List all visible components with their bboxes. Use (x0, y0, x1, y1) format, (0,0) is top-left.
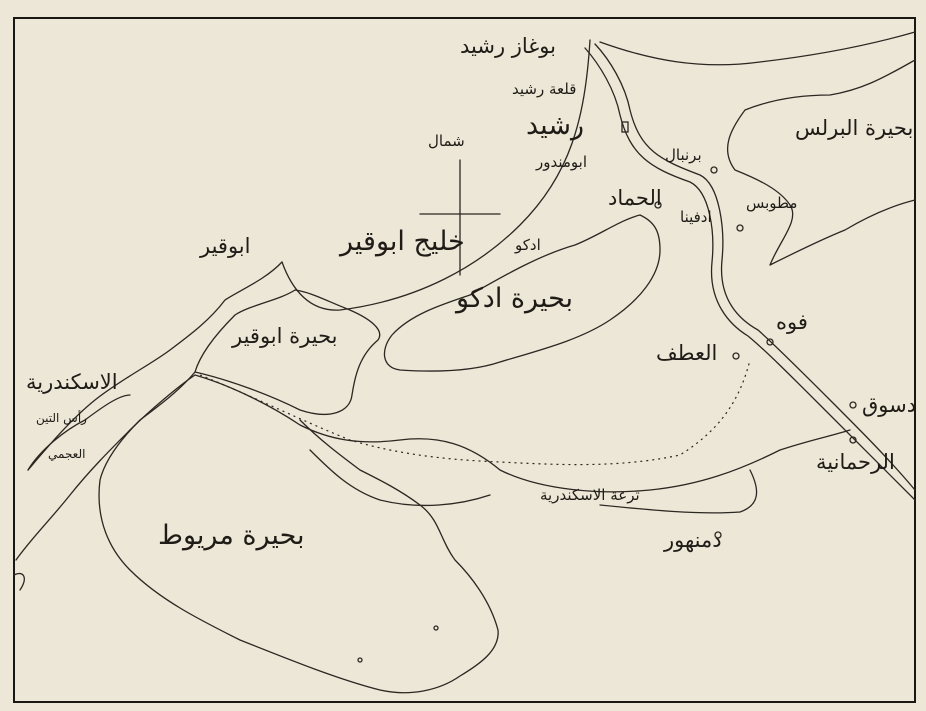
label-fuwwa: فوه (776, 310, 808, 334)
island-marker (433, 625, 439, 631)
island-marker (357, 657, 363, 663)
label-damanhur: دمنهور (664, 528, 722, 552)
coastline-southwest (15, 429, 131, 561)
railway-dotted (199, 359, 751, 466)
lake-abuqir-shore (194, 289, 381, 415)
label-khalij-abuqir: خليج ابوقير (340, 226, 465, 257)
town-marker-al-rahmaniya (849, 436, 857, 444)
label-al-iskandariya: الاسكندرية (26, 370, 118, 394)
coastline-east (599, 31, 916, 66)
label-buhayrat-burullus: بحيرة البرلس (795, 116, 914, 140)
label-idku: ادكو (515, 236, 541, 254)
label-al-ajami: العجمي (48, 447, 86, 461)
town-marker-al-hammad (654, 201, 662, 209)
nile-branch-east-bank (594, 43, 916, 491)
coastline-abuqir-bay (281, 39, 591, 311)
label-mutubis: مطوبس (746, 194, 798, 212)
label-buhayrat-maryut: بحيرة مريوط (158, 520, 305, 551)
label-disuq: دسوق (862, 393, 917, 417)
label-shamal: شمال (428, 132, 465, 150)
lake-idku-shore (383, 214, 661, 372)
label-al-atf: العطف (656, 341, 718, 365)
label-abuqir: ابوقير (200, 234, 251, 258)
label-abu-mandur: ابومندور (536, 153, 588, 171)
label-al-hammad: الحماد (608, 186, 662, 210)
label-rashid: رشيد (526, 110, 584, 141)
label-tura-iskandariya: ترعة الاسكندرية (540, 486, 640, 504)
map-frame (13, 17, 916, 703)
alexandria-canal (129, 374, 851, 493)
fort-marker-rashid (621, 121, 629, 133)
town-marker-disuq (849, 401, 857, 409)
canal-branch (599, 469, 758, 514)
town-marker-burunbal (710, 166, 718, 174)
coastline-alexandria (27, 394, 131, 471)
town-marker-fuwwa (766, 338, 774, 346)
label-idfina: ادفينا (680, 208, 712, 226)
town-marker-al-atf (732, 352, 740, 360)
town-marker-mutubis (736, 224, 744, 232)
canal-south (309, 449, 491, 507)
town-marker-damanhur (714, 531, 722, 539)
label-boghaz-rashid: بوغاز رشيد (460, 34, 556, 58)
label-buhayrat-idku: بحيرة ادكو (456, 283, 574, 314)
nile-branch-west-bank (584, 47, 916, 501)
label-burunbal: برنبال (665, 146, 702, 164)
coast-small (13, 572, 25, 591)
coastline-west (27, 261, 283, 471)
label-buhayrat-abuqir: بحيرة ابوقير (232, 324, 338, 348)
label-qalat-rashid: قلعة رشيد (512, 80, 577, 98)
lake-burullus-shore (726, 59, 916, 266)
label-ras-al-tin: رأس التين (36, 411, 87, 425)
label-al-rahmaniya: الرحمانية (816, 450, 895, 474)
